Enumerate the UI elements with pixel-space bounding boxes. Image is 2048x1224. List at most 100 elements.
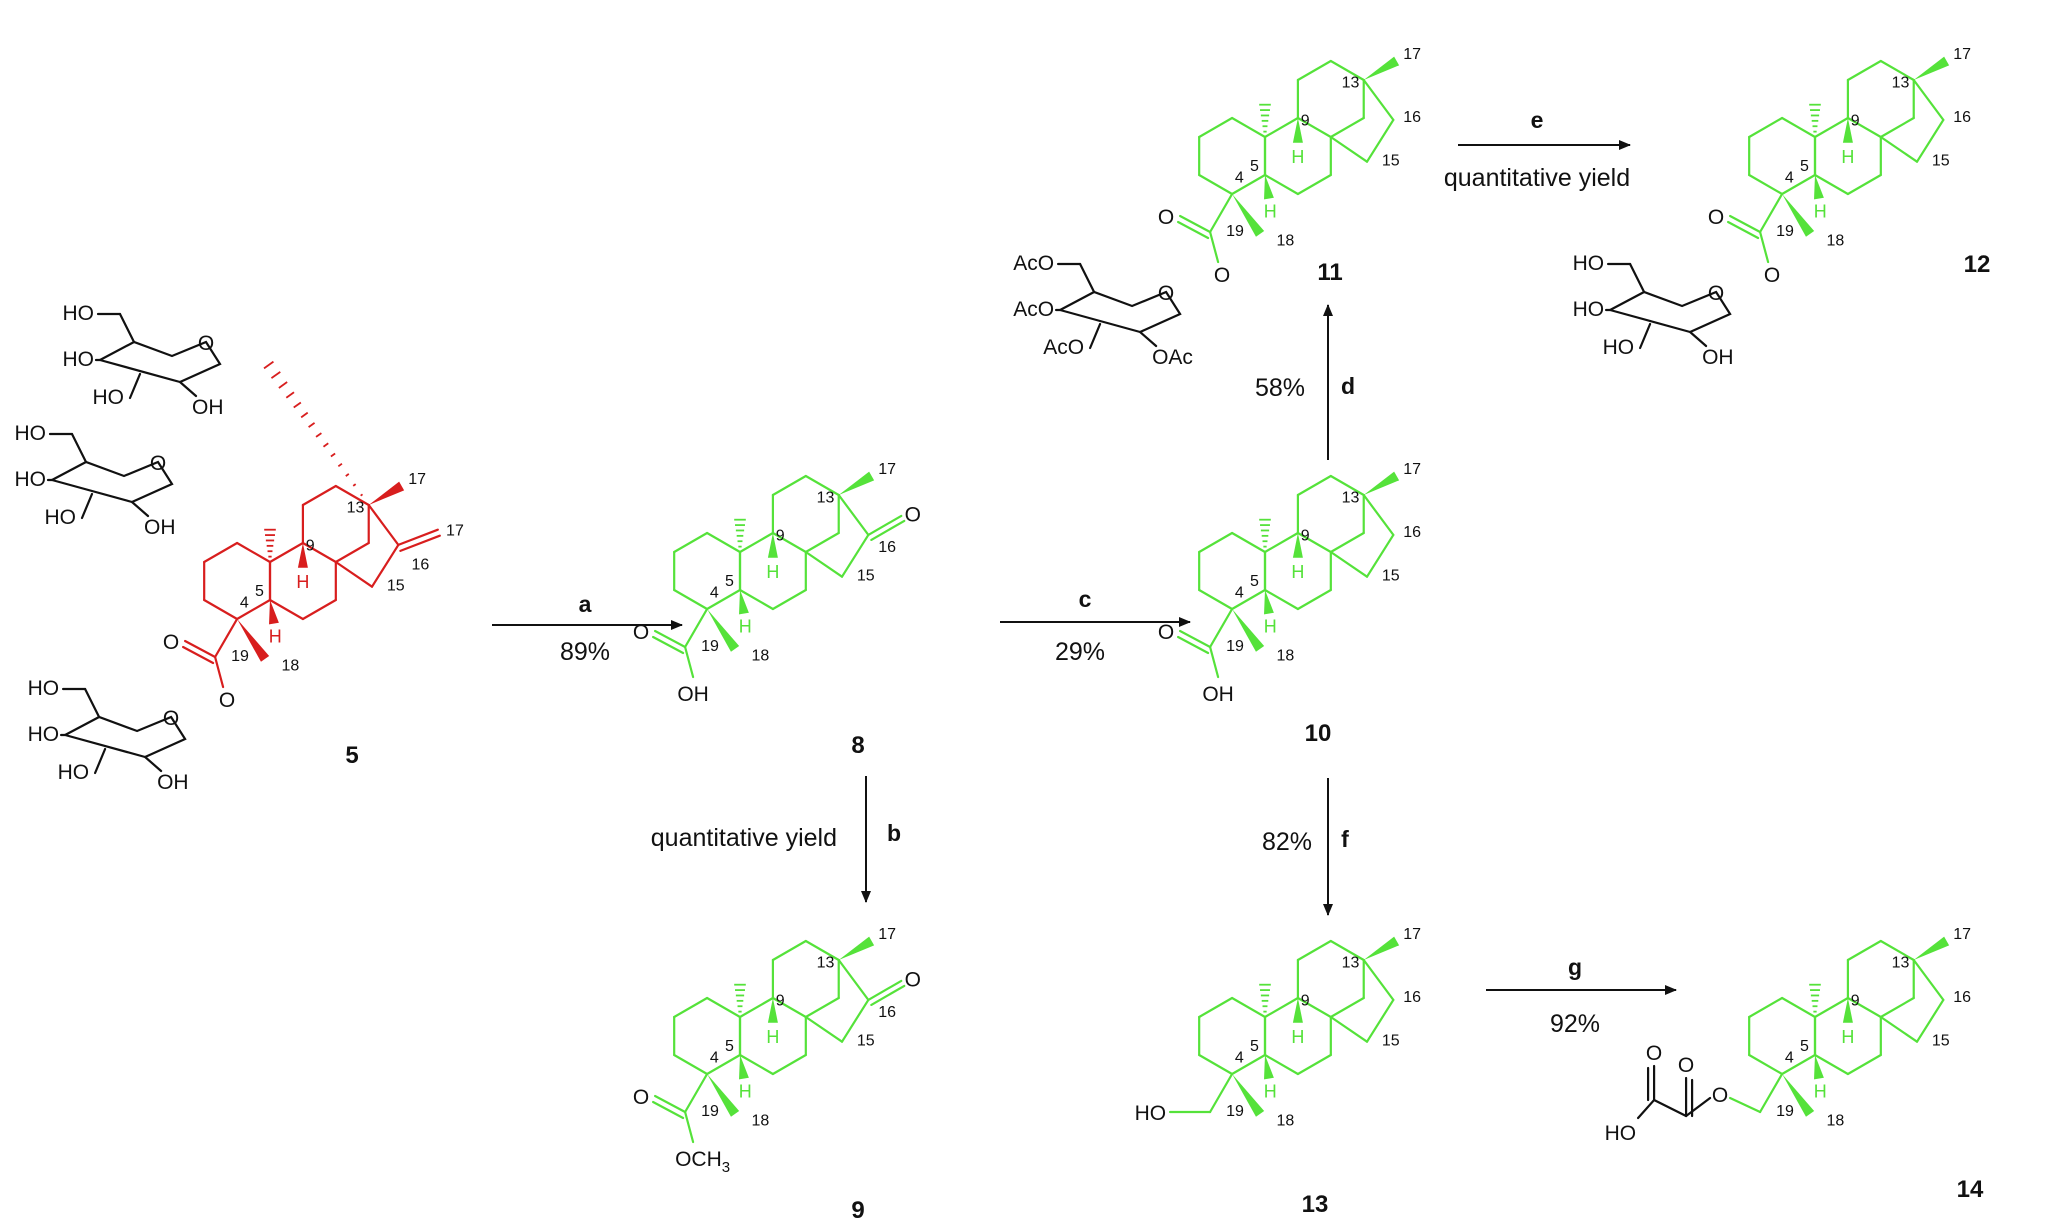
ring-a-bond: [203, 598, 239, 621]
sugar-bond: [128, 372, 142, 400]
ring-a-bond: [1198, 1053, 1234, 1076]
reaction-yield-a: 89%: [560, 638, 610, 666]
sugar-ring-bond: [50, 478, 134, 504]
ring-d-bond: [1362, 78, 1395, 122]
hash-mark: [285, 391, 295, 399]
ring-d-bond: [1329, 1015, 1369, 1043]
atom-number-9: 9: [1851, 113, 1860, 130]
methyl-17-wedge: [1913, 936, 1950, 960]
ring-c-bond: [334, 541, 370, 564]
sugar-bond: [1138, 330, 1158, 348]
c19-o-bond: [1208, 230, 1220, 264]
methyl-17-wedge: [368, 481, 405, 505]
c19-carbonyl: [651, 635, 685, 655]
ring-a-bond: [705, 1053, 742, 1076]
h9-wedge: [767, 998, 778, 1023]
arrow-a: a 89%: [492, 591, 683, 666]
atom-number-17: 17: [1403, 926, 1421, 943]
atom-number-15: 15: [857, 1033, 875, 1050]
h5-label: H: [739, 617, 752, 637]
h9-label: H: [1841, 147, 1854, 167]
atom-number-19: 19: [231, 648, 249, 665]
h9-label: H: [1841, 1027, 1854, 1047]
atom-number-18: 18: [752, 1112, 770, 1129]
c19-o-bond: [683, 645, 695, 679]
atom-number-18: 18: [752, 647, 770, 664]
sugar-ring: [99, 340, 222, 384]
h5-wedge: [1814, 175, 1824, 200]
methyl-20-hash: [734, 983, 746, 1013]
atom-number-15: 15: [1382, 568, 1400, 585]
oxalate-bond: [1636, 1098, 1656, 1120]
c19-bond: [1208, 192, 1234, 234]
sugar-ring-bond: [1058, 308, 1142, 334]
h9-wedge: [767, 533, 778, 558]
compound-label-8: 8: [851, 732, 864, 759]
ring-b-bond: [1846, 116, 1882, 139]
ring-d-bond: [1912, 78, 1945, 122]
oxalate-o2: O: [1646, 1042, 1662, 1065]
ring-c-bond: [1329, 531, 1365, 554]
h5-wedge: [739, 590, 749, 615]
atom-number-13: 13: [817, 490, 835, 507]
ring-d-bond: [1879, 135, 1919, 163]
c19-carbonyl: [1176, 635, 1210, 655]
hash-mark: [322, 442, 329, 448]
c19-o-bond: [1208, 645, 1220, 679]
atom-number-18: 18: [1277, 232, 1295, 249]
ring-a-bond: [235, 598, 272, 621]
atom-number-16: 16: [1953, 989, 1971, 1006]
ring-c-bond: [804, 939, 840, 962]
oxalate-bond: [1684, 1096, 1712, 1118]
ring-d-bond: [1362, 958, 1395, 1002]
ring-b-bond: [1846, 1053, 1882, 1076]
methyl-18-wedge: [707, 609, 740, 652]
atom-number-5: 5: [725, 1038, 734, 1055]
sugar-ring-o: O: [198, 332, 214, 355]
c19-carbonyl: [181, 645, 215, 665]
atom-number-17: 17: [878, 461, 896, 478]
sugar-3-oh: HO: [45, 506, 77, 529]
c19-carbonyl: [1178, 629, 1212, 649]
ring-d-bond: [804, 1015, 844, 1043]
c19-carbonyl: [1726, 220, 1760, 240]
ester-o: O: [1214, 264, 1230, 287]
atom-number-5: 5: [725, 573, 734, 590]
sugar-bond: [1688, 330, 1708, 348]
sugar-ch2-bond: [70, 432, 88, 464]
ring-d-bond: [1329, 135, 1369, 163]
ester-och3: OCH3: [675, 1148, 730, 1176]
sugar-6-oh: HO: [1573, 252, 1605, 275]
atom-number-15: 15: [1932, 1033, 1950, 1050]
ring-a-bond: [1748, 996, 1784, 1019]
ring-a-bond: [1198, 173, 1234, 196]
ring-a-bond: [1780, 1053, 1817, 1076]
ring-a-bond: [1198, 588, 1234, 611]
sugar-bond: [80, 492, 94, 520]
glycoside-hash: [263, 360, 364, 497]
oxalate-oh: HO: [1605, 1122, 1637, 1145]
ring-a-bond: [203, 541, 239, 564]
carbonyl-bond: [870, 984, 906, 1007]
atom-number-17: 17: [446, 522, 464, 539]
ring-b-bond: [1296, 1053, 1332, 1076]
atom-number-4: 4: [710, 585, 719, 602]
sugar-ch2-bond: [83, 687, 101, 719]
sugar-3-oh: HO: [58, 761, 90, 784]
ring-c-bond: [1329, 474, 1365, 497]
c19-o: O: [1158, 206, 1174, 229]
c19-carbonyl: [1176, 220, 1210, 240]
atom-number-4: 4: [240, 595, 249, 612]
sugar-bond: [1088, 322, 1102, 350]
c19-bond: [683, 1072, 709, 1114]
h9-wedge: [1842, 118, 1853, 143]
reaction-yield-c: 29%: [1055, 638, 1105, 666]
sugar-3-oh: AcO: [1043, 336, 1084, 359]
ring-a-bond: [1748, 116, 1784, 139]
hash-mark: [352, 483, 357, 487]
c19-o-bond: [1758, 230, 1770, 264]
ring-d-bond: [1912, 958, 1945, 1002]
